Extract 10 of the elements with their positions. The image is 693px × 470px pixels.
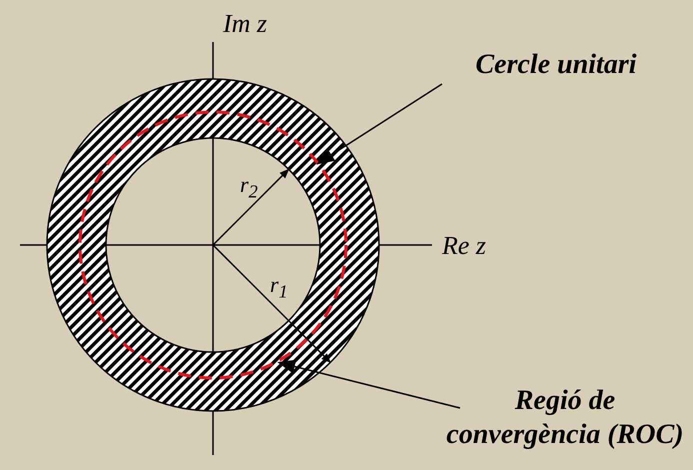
callout-text: Regió de convergència (ROC) [440, 384, 690, 452]
dashed-circle [78, 110, 348, 380]
axis-label: Im z [223, 8, 268, 40]
hatched-ring [46, 78, 380, 412]
axis-label: Re z [442, 230, 486, 262]
callout-text: Cercle unitari [420, 48, 692, 82]
radius-label: r$_{2}$ [240, 172, 258, 204]
radius-label: r$_{1}$ [270, 272, 288, 304]
leader-line [316, 83, 442, 165]
leader-line [277, 360, 460, 409]
